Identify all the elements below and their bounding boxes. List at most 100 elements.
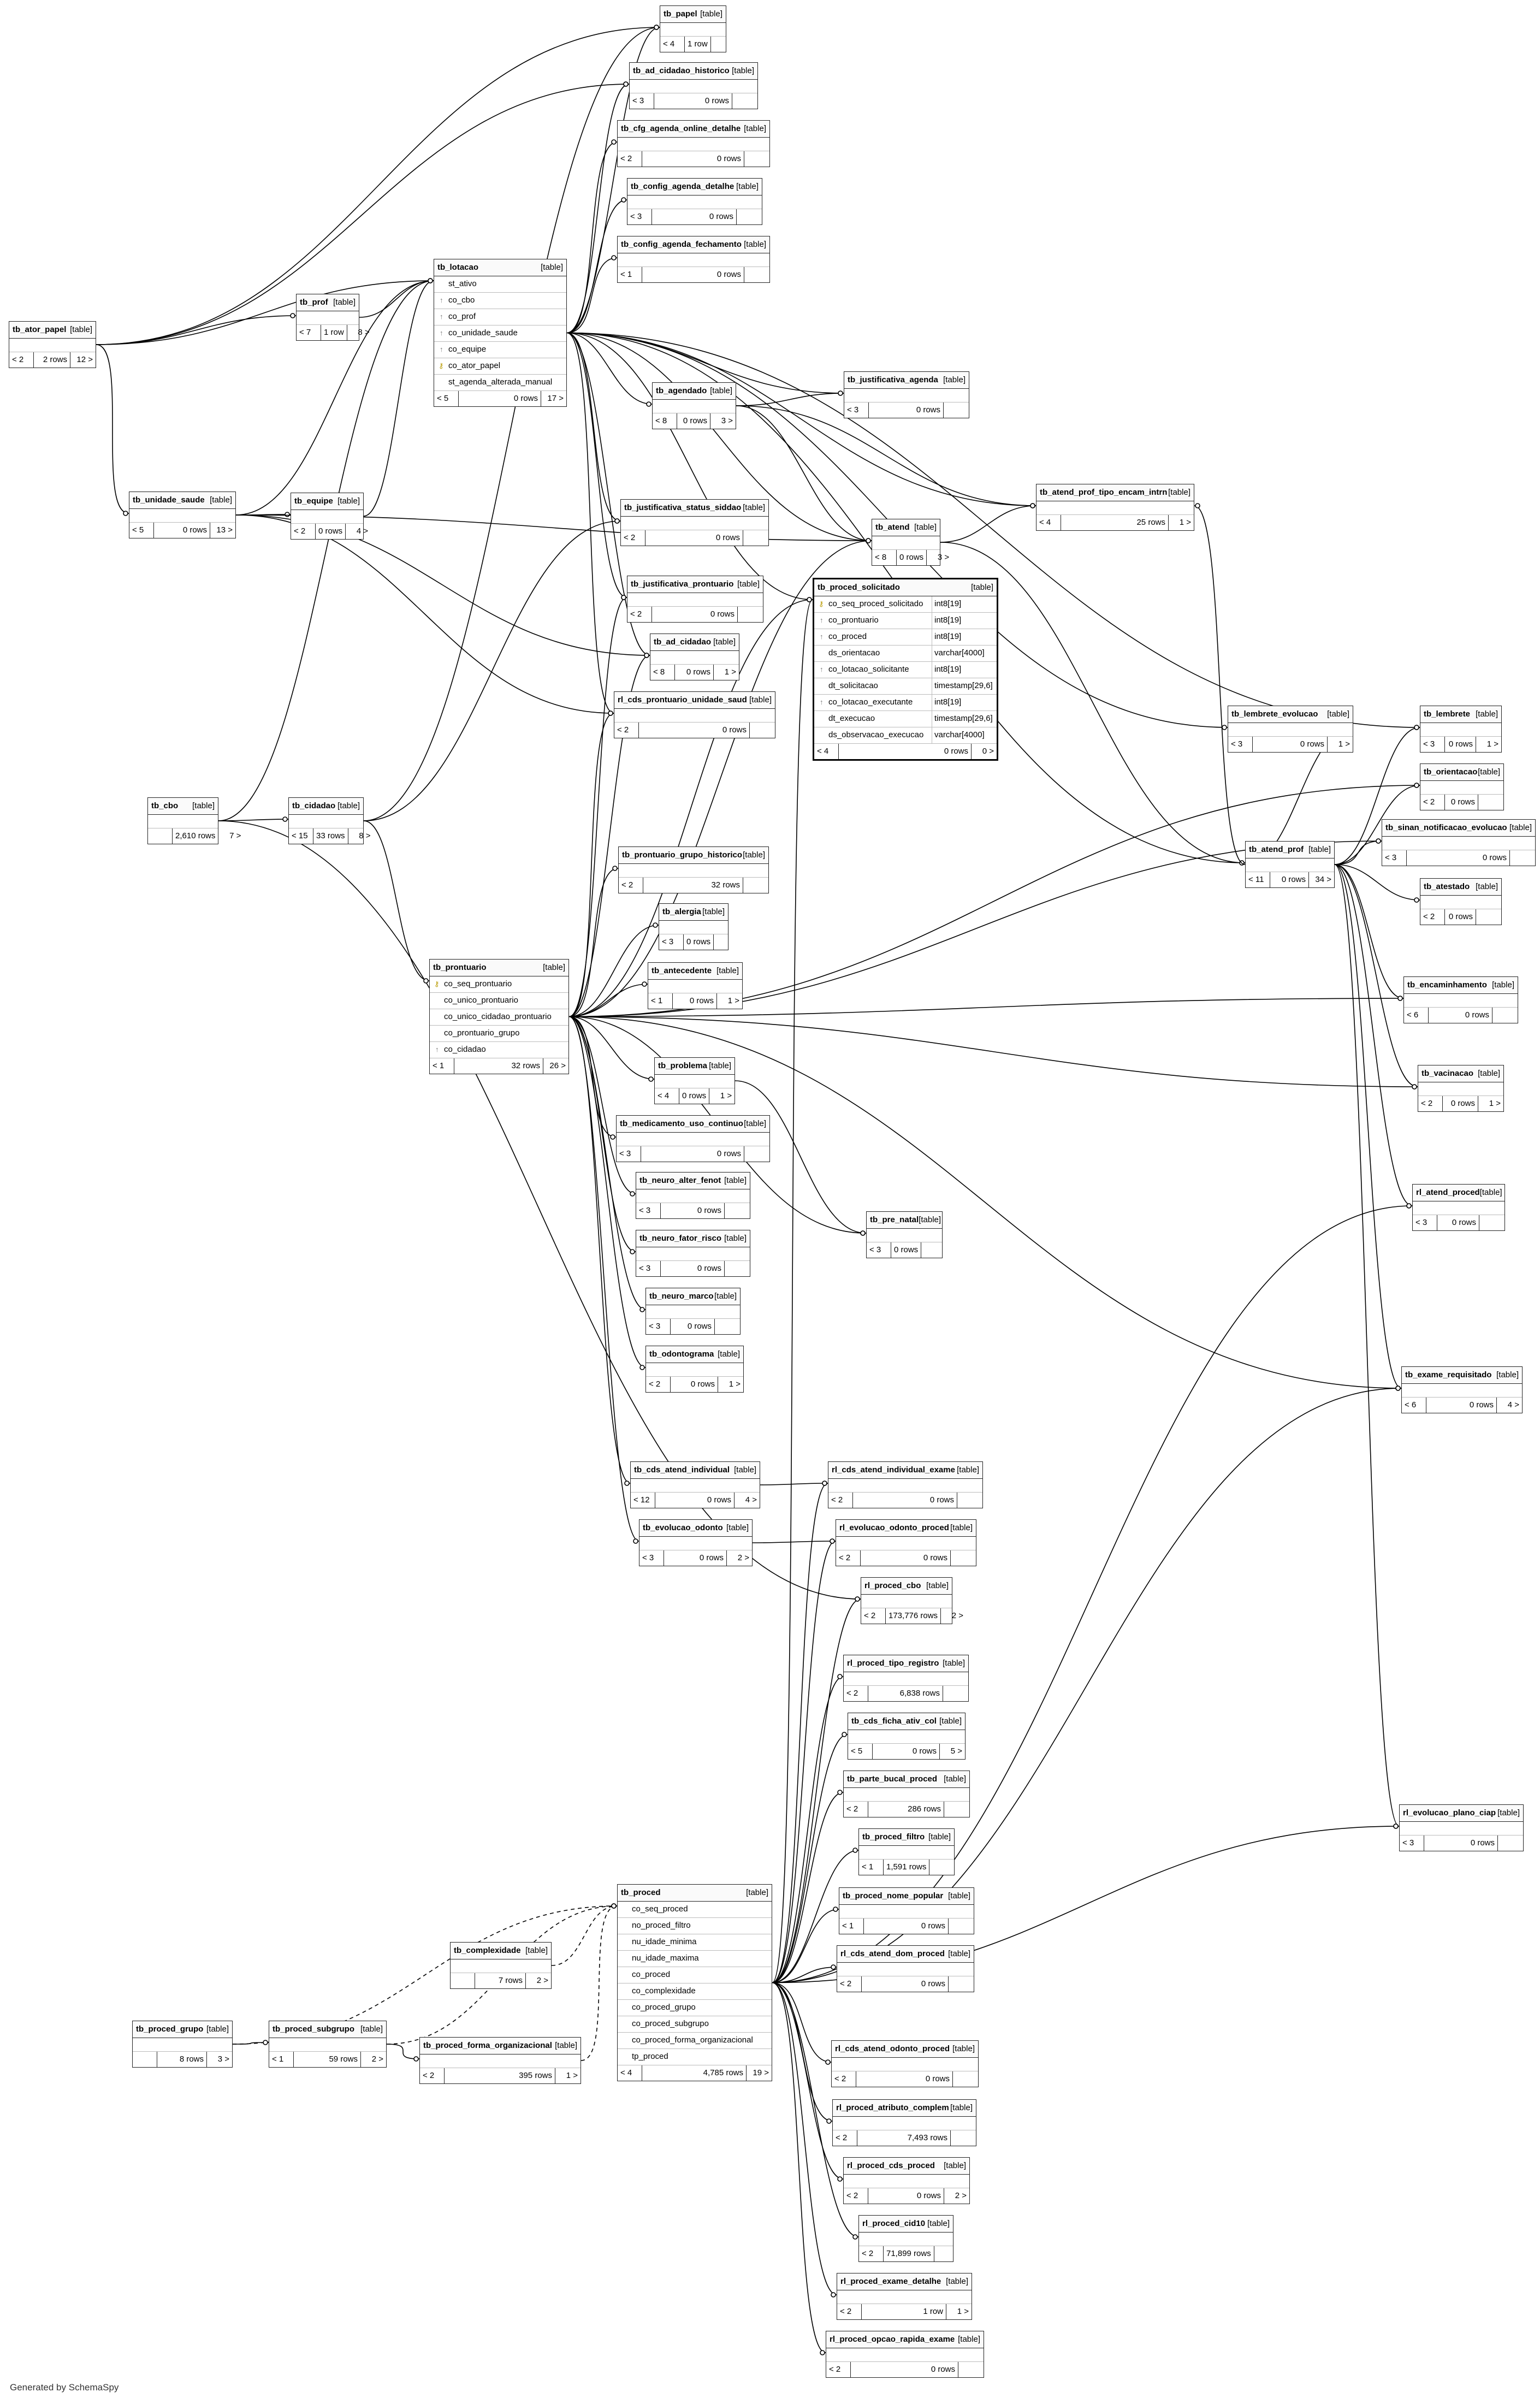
parents-count[interactable]: < 2 [844,1802,868,1817]
table-name[interactable]: rl_proced_opcao_rapida_exame [830,2335,955,2344]
parents-count[interactable]: < 1 [618,267,642,282]
table-name[interactable]: rl_cds_atend_dom_proced [840,1949,945,1958]
parents-count[interactable]: < 12 [631,1493,655,1508]
parents-count[interactable] [133,2052,157,2067]
table-name[interactable]: tb_vacinacao [1421,1069,1474,1078]
parents-count[interactable]: < 2 [826,2362,851,2377]
children-count[interactable] [744,1146,769,1162]
parents-count[interactable]: < 2 [1420,795,1445,810]
children-count[interactable] [944,402,969,418]
children-count[interactable]: 1 > [724,667,736,677]
parents-count[interactable]: < 2 [837,2304,862,2319]
table-name[interactable]: tb_proced_nome_popular [843,1891,944,1900]
table-name[interactable]: rl_proced_cds_proced [847,2161,935,2170]
table-name[interactable]: tb_atestado [1424,882,1470,891]
table-name[interactable]: tb_pre_natal [870,1215,919,1224]
parents-count[interactable]: < 4 [655,1088,679,1104]
parents-count[interactable]: < 2 [833,2130,857,2146]
table-name[interactable]: tb_neuro_alter_fenot [639,1176,721,1185]
table-name[interactable]: tb_proced_filtro [862,1832,925,1842]
children-count[interactable]: 2 > [955,2191,967,2200]
table-name[interactable]: tb_prof [300,298,328,307]
parents-count[interactable]: < 3 [867,1242,891,1258]
parents-count[interactable]: < 3 [630,93,654,109]
children-count[interactable] [929,1860,955,1875]
parents-count[interactable]: < 1 [839,1919,864,1934]
parents-count[interactable]: < 1 [430,1058,454,1074]
parents-count[interactable]: < 2 [861,1608,886,1624]
parents-count[interactable]: < 15 [289,828,313,844]
table-name[interactable]: rl_proced_atributo_complem [836,2103,949,2112]
parents-count[interactable]: < 3 [617,1146,641,1162]
parents-count[interactable]: < 5 [434,391,459,406]
table-tb-atend-prof-tipo-encam-intrn[interactable]: tb_atend_prof_tipo_encam_intrn[table]< 4… [1036,484,1194,531]
table-tb-proced-solicitado[interactable]: tb_proced_solicitado[table]⚷co_seq_proce… [813,578,998,761]
table-name[interactable]: tb_cbo [151,801,179,810]
table-rl-cds-prontuario-unidade-saud[interactable]: rl_cds_prontuario_unidade_saud[table]< 2… [614,691,775,738]
parents-count[interactable]: < 2 [832,2071,856,2087]
parents-count[interactable]: < 1 [648,993,673,1009]
parents-count[interactable]: < 4 [1036,515,1061,530]
table-name[interactable]: rl_proced_cbo [864,1581,921,1590]
parents-count[interactable]: < 2 [619,878,643,893]
children-count[interactable]: 3 > [721,416,733,425]
table-name[interactable]: tb_neuro_fator_risco [639,1234,722,1243]
table-name[interactable]: tb_papel [664,9,697,19]
parents-count[interactable]: < 3 [1400,1835,1424,1851]
parents-count[interactable]: < 4 [660,37,685,52]
table-name[interactable]: tb_sinan_notificacao_evolucao [1385,823,1507,832]
table-name[interactable]: tb_ad_cidadao_historico [633,66,730,75]
table-name[interactable]: tb_alergia [662,907,701,916]
parents-count[interactable]: < 2 [844,1686,868,1701]
table-name[interactable]: tb_cidadao [292,801,336,810]
table-name[interactable]: rl_cds_prontuario_unidade_saud [618,695,747,704]
parents-count[interactable]: < 5 [848,1744,873,1759]
table-name[interactable]: rl_proced_cid10 [862,2219,926,2228]
table-name[interactable]: tb_atend_prof_tipo_encam_intrn [1040,488,1168,497]
parents-count[interactable]: < 2 [828,1493,853,1508]
children-count[interactable]: 8 > [358,328,370,337]
parents-count[interactable]: < 7 [297,325,321,340]
table-name[interactable]: tb_atend_prof [1249,845,1304,854]
parents-count[interactable]: < 5 [129,523,154,538]
parents-count[interactable]: < 3 [659,934,684,950]
parents-count[interactable]: < 8 [872,550,897,565]
children-count[interactable]: 5 > [950,1746,962,1756]
table-name[interactable]: tb_lotacao [437,263,479,272]
table-name[interactable]: tb_prontuario [433,963,487,972]
table-name[interactable]: rl_evolucao_odonto_proced [839,1523,949,1532]
table-name[interactable]: tb_medicamento_uso_continuo [620,1119,743,1128]
children-count[interactable] [1476,909,1501,925]
parents-count[interactable]: < 2 [844,2188,868,2204]
